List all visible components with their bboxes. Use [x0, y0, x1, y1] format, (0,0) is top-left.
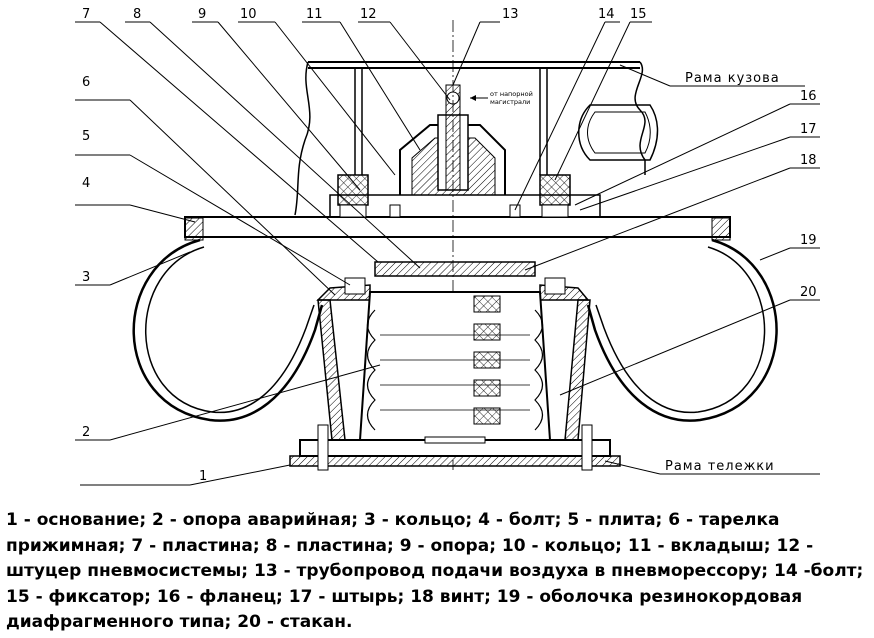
callout-14: 14: [598, 7, 615, 22]
air-note-line1: от напорной: [490, 90, 533, 98]
callout-5: 5: [82, 129, 90, 144]
lower-assembly: [316, 261, 591, 441]
legend-text: 1 - основание; 2 - опора аварийная; 3 - …: [6, 510, 864, 632]
rubber-inserts: [473, 295, 501, 425]
body-frame: [294, 61, 659, 216]
callout-19: 19: [800, 233, 817, 248]
callout-leaders: [75, 21, 820, 486]
air-spring-drawing: от напорной магистрали Рама кузова Рама …: [75, 7, 820, 486]
callout-12: 12: [360, 7, 377, 22]
air-inlet-note: от напорной магистрали: [470, 90, 533, 106]
parts-legend: 1 - основание; 2 - опора аварийная; 3 - …: [6, 508, 868, 636]
callout-17: 17: [800, 122, 817, 137]
callout-11: 11: [306, 7, 323, 22]
callout-20: 20: [800, 285, 817, 300]
callout-16: 16: [800, 89, 817, 104]
callout-6: 6: [82, 75, 90, 90]
diaphragm-shell: [132, 238, 778, 422]
callout-8: 8: [133, 7, 141, 22]
top-plate-assembly: [184, 20, 731, 470]
callout-13: 13: [502, 7, 519, 22]
base-and-bogie-frame: [289, 424, 621, 471]
bogie-frame-label: Рама тележки: [665, 459, 775, 474]
callout-1: 1: [199, 469, 207, 484]
emergency-support-ribs: [366, 309, 544, 431]
callout-2: 2: [82, 425, 90, 440]
callout-7: 7: [82, 7, 90, 22]
air-note-line2: магистрали: [490, 98, 530, 106]
callout-18: 18: [800, 153, 817, 168]
callout-numbers: 1 2 3 4 5 6 7 8 9 10 11 12 13 14 15 16 1…: [82, 7, 817, 484]
body-frame-label: Рама кузова: [685, 71, 780, 86]
callout-10: 10: [240, 7, 257, 22]
frame-labels: Рама кузова Рама тележки: [604, 64, 820, 475]
callout-4: 4: [82, 176, 90, 191]
callout-15: 15: [630, 7, 647, 22]
callout-3: 3: [82, 270, 90, 285]
callout-9: 9: [198, 7, 206, 22]
